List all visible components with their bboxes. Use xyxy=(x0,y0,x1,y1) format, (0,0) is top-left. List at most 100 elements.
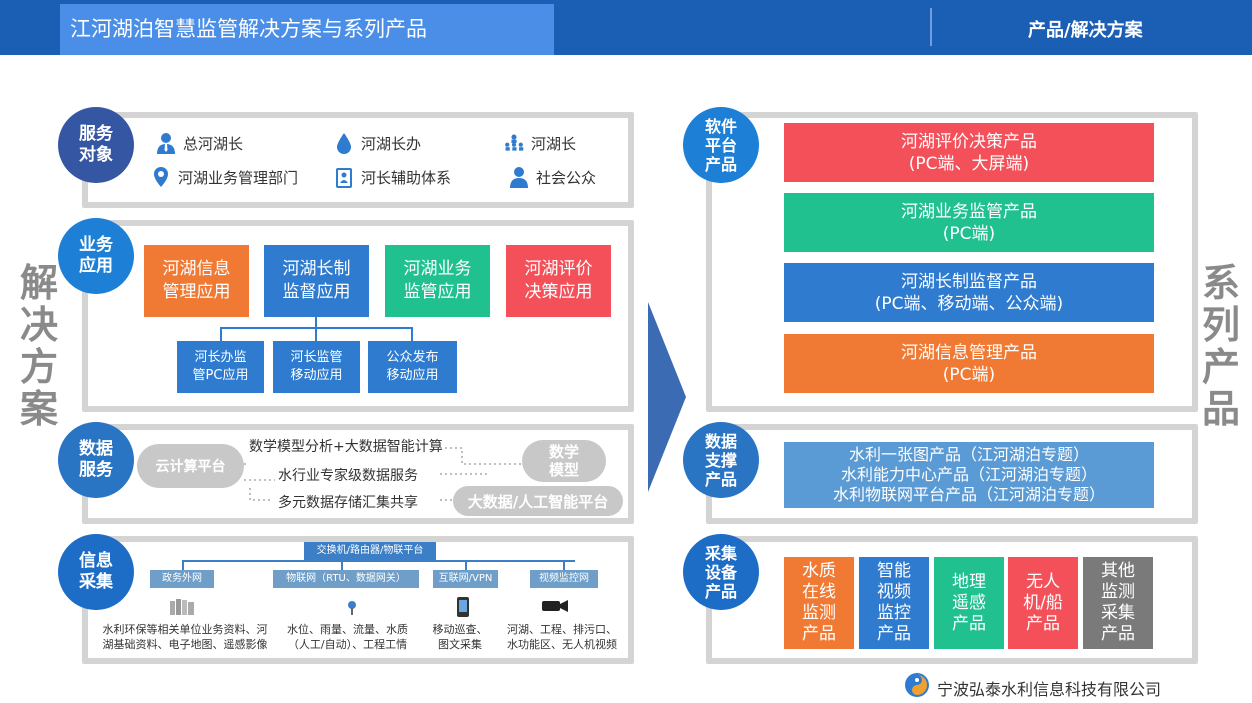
circle-label: 业务 xyxy=(79,235,113,255)
clipboard-person-icon xyxy=(336,168,352,188)
sub-app-label: 移动应用 xyxy=(386,368,439,383)
net-internet-vpn: 互联网/VPN xyxy=(433,570,498,588)
circle-label: 信息 xyxy=(79,551,113,571)
cloud-computing-platform: 云计算平台 xyxy=(137,444,244,488)
product-sublabel: (PC端、移动端、公众端) xyxy=(874,293,1064,314)
app-river-info[interactable]: 河湖信息管理应用 xyxy=(144,245,249,317)
app-river-chief[interactable]: 河湖长制监督应用 xyxy=(264,245,369,317)
collect-desc-mobile: 移动巡查、图文采集 xyxy=(425,622,495,652)
sub-app-label: 河长监管 xyxy=(290,350,343,365)
app-river-business[interactable]: 河湖业务监管应用 xyxy=(385,245,490,317)
bus-drop xyxy=(341,560,343,570)
product-label: 水利物联网平台产品（江河湖泊专题） xyxy=(832,485,1105,504)
page-title: 江河湖泊智慧监管解决方案与系列产品 xyxy=(70,17,427,41)
bus-drop xyxy=(563,560,565,570)
service-target-panel xyxy=(82,112,634,208)
product-label: 河湖信息管理产品 xyxy=(901,342,1037,363)
device-smart-video[interactable]: 智能 视频 监控 产品 xyxy=(859,557,929,649)
app-label: 河湖长制 xyxy=(282,259,351,279)
desc-line: 图文采集 xyxy=(438,638,482,651)
device-drone-boat[interactable]: 无人 机/船 产品 xyxy=(1008,557,1078,649)
product-eval-decision[interactable]: 河湖评价决策产品(PC端、大屏端) xyxy=(784,123,1154,182)
title-block xyxy=(60,4,554,55)
user-icon xyxy=(510,167,528,188)
service-item-label: 河湖长办 xyxy=(361,134,422,153)
right-title-char: 品 xyxy=(1201,387,1240,431)
desc-line: 水利环保等相关单位业务资料、河 xyxy=(102,623,268,636)
right-title-char: 系 xyxy=(1201,261,1240,305)
header-section-label: 产品/解决方案 xyxy=(1028,20,1143,41)
network-bus-label: 交换机/路由器/物联平台 xyxy=(304,542,436,560)
left-title-char: 案 xyxy=(19,387,58,431)
right-title-char: 产 xyxy=(1201,345,1240,389)
circle-label: 产品 xyxy=(704,581,737,601)
app-label: 河湖信息 xyxy=(162,259,231,279)
desc-line: 水位、雨量、流量、水质 xyxy=(287,623,408,636)
circle-label: 对象 xyxy=(79,145,113,165)
connector-line xyxy=(411,327,413,341)
net-video: 视频监控网 xyxy=(530,570,598,588)
circle-label: 软件 xyxy=(704,116,737,136)
collect-desc-video: 河湖、工程、排污口、水功能区、无人机视频 xyxy=(500,622,624,652)
company-logo-icon xyxy=(905,673,929,697)
service-item-label: 河湖业务管理部门 xyxy=(178,168,299,187)
circle-label: 应用 xyxy=(79,256,113,276)
product-business-supervise[interactable]: 河湖业务监管产品(PC端) xyxy=(784,193,1154,252)
app-label: 管理应用 xyxy=(162,282,231,302)
product-chief-supervise[interactable]: 河湖长制监督产品(PC端、移动端、公众端) xyxy=(784,263,1154,322)
sub-app-label: 河长办监 xyxy=(194,350,247,365)
device-remote-sensing[interactable]: 地理 遥感 产品 xyxy=(934,557,1004,649)
mobile-phone-icon xyxy=(457,597,469,617)
desc-line: 水功能区、无人机视频 xyxy=(507,638,617,651)
sub-app-mobile[interactable]: 河长监管移动应用 xyxy=(273,341,360,393)
net-gov-extranet: 政务外网 xyxy=(150,570,214,588)
service-item-label: 社会公众 xyxy=(536,168,597,187)
service-target-circle: 服务对象 xyxy=(58,107,134,183)
circle-label: 服务 xyxy=(79,124,113,144)
product-label: 水利能力中心产品（江河湖泊专题） xyxy=(840,465,1097,484)
data-support-circle: 数据支撑产品 xyxy=(683,422,759,498)
sub-app-label: 公众发布 xyxy=(386,350,439,365)
product-sublabel: (PC端、大屏端) xyxy=(908,153,1030,174)
service-item-label: 河长辅助体系 xyxy=(361,168,452,187)
left-title-char: 决 xyxy=(19,303,58,347)
product-label: 河湖长制监督产品 xyxy=(901,271,1037,292)
product-sublabel: (PC端) xyxy=(942,364,996,385)
server-rack-icon xyxy=(170,599,194,615)
product-info-manage[interactable]: 河湖信息管理产品(PC端) xyxy=(784,334,1154,393)
collect-desc-gov: 水利环保等相关单位业务资料、河湖基础资料、电子地图、遥感影像 xyxy=(94,622,276,652)
map-pin-icon xyxy=(154,167,168,187)
circle-label: 产品 xyxy=(704,154,737,174)
app-label: 河湖业务 xyxy=(403,259,472,279)
product-label: 河湖评价决策产品 xyxy=(901,131,1037,152)
software-product-circle: 软件平台产品 xyxy=(683,107,759,183)
device-water-quality[interactable]: 水质 在线 监测 产品 xyxy=(784,557,854,649)
sub-app-label: 管PC应用 xyxy=(192,368,249,383)
business-app-circle: 业务应用 xyxy=(58,218,134,294)
service-item-chief: 总河湖长 xyxy=(155,132,243,154)
service-item-assist: 河长辅助体系 xyxy=(333,166,451,188)
data-support-products[interactable]: 水利一张图产品（江河湖泊专题） 水利能力中心产品（江河湖泊专题） 水利物联网平台… xyxy=(784,442,1154,508)
net-iot: 物联网（RTU、数据网关） xyxy=(273,570,419,588)
connector-line xyxy=(315,317,317,328)
desc-line: 河湖、工程、排污口、 xyxy=(507,623,617,636)
cloud-label: 云计算平台 xyxy=(155,459,226,475)
app-river-eval[interactable]: 河湖评价决策应用 xyxy=(506,245,611,317)
right-title-char: 列 xyxy=(1201,303,1240,347)
circle-label: 产品 xyxy=(704,469,737,489)
company-name: 宁波弘泰水利信息科技有限公司 xyxy=(937,680,1162,699)
sensor-device-icon xyxy=(348,601,356,615)
bus-drop xyxy=(182,560,184,570)
circle-label: 平台 xyxy=(704,135,737,155)
sub-app-pc[interactable]: 河长办监管PC应用 xyxy=(177,341,264,393)
device-other[interactable]: 其他 监测 采集 产品 xyxy=(1083,557,1153,649)
desc-line: 湖基础资料、电子地图、遥感影像 xyxy=(102,638,268,651)
person-tie-icon xyxy=(157,133,175,154)
service-item-public: 社会公众 xyxy=(508,166,596,188)
flow-arrow-icon xyxy=(648,302,686,492)
math-model-cloud: 数学模型 xyxy=(522,440,606,482)
circle-label: 采集 xyxy=(79,572,113,592)
product-sublabel: (PC端) xyxy=(942,223,996,244)
app-label: 决策应用 xyxy=(524,282,593,302)
sub-app-public[interactable]: 公众发布移动应用 xyxy=(368,341,457,393)
